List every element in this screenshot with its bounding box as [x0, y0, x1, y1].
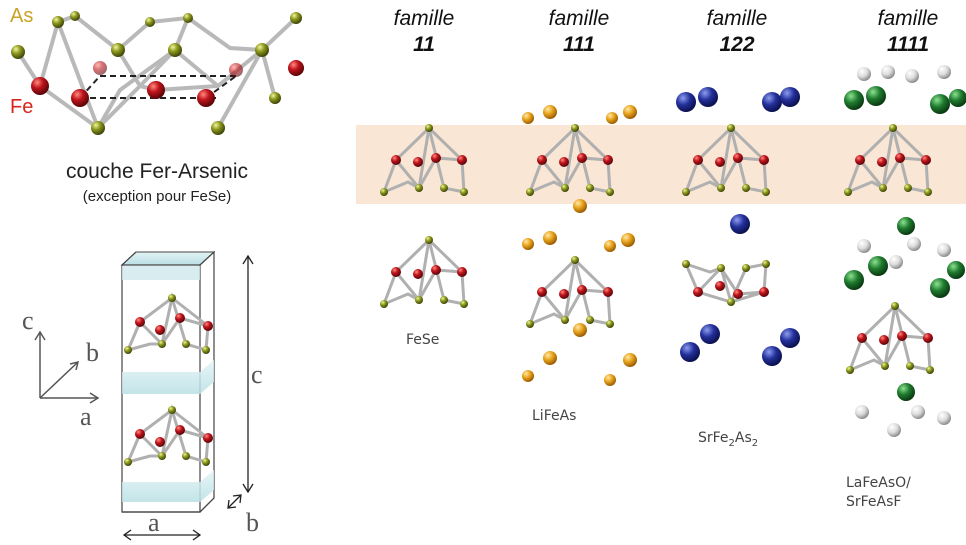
axis-c-label: c [22, 306, 34, 335]
o-atom [887, 423, 901, 437]
o-atom [911, 405, 925, 419]
family-header-111: famille 111 [519, 6, 639, 58]
o-atom [937, 65, 951, 79]
o-atom [857, 239, 871, 253]
li-atom [543, 231, 557, 245]
la-atom [930, 94, 950, 114]
li-atom [543, 105, 557, 119]
compound-label-lifeas: LiFeAs [532, 408, 577, 424]
feas-unit [682, 124, 770, 196]
o-atom [855, 405, 869, 419]
li-atom [522, 370, 534, 382]
cell-dim-c-label: c [251, 360, 263, 389]
li-atom [623, 105, 637, 119]
formula-subscript: 2 [728, 437, 735, 449]
li-atom [522, 112, 534, 124]
li-atom [573, 323, 587, 337]
li-atom [604, 374, 616, 386]
compound-label-lafeaso: LaFeAsO/ SrFeAsF [846, 474, 911, 512]
feas-layer-band [356, 125, 966, 204]
feas-unit [526, 256, 614, 328]
sr-atom [780, 328, 800, 348]
structure-srfe2as2 [676, 87, 800, 366]
formula-part: SrFe [698, 430, 729, 446]
compound-label-fese: FeSe [406, 332, 440, 348]
cell-dimension-arrows [122, 254, 254, 541]
sr-atom [698, 87, 718, 107]
sr-atom [780, 87, 800, 107]
family-header-1111: famille 1111 [848, 6, 966, 58]
structure-lifeas [522, 105, 637, 386]
li-atom [606, 112, 618, 124]
o-atom [857, 67, 871, 81]
family-header-11: famille 11 [364, 6, 484, 58]
unit-cell-layer-lower [124, 404, 213, 466]
compound-line: SrFeAsF [846, 494, 902, 510]
feas-layer-perspective [11, 11, 304, 135]
la-atom [947, 261, 965, 279]
sr-atom [762, 346, 782, 366]
arsenic-label: As [10, 5, 34, 27]
feas-unit [846, 302, 934, 374]
layer-note: (exception pour FeSe) [82, 188, 232, 205]
o-atom [937, 411, 951, 425]
feas-unit [380, 124, 468, 196]
cell-dim-a-label: a [148, 508, 160, 537]
feas-unit [844, 124, 932, 196]
o-atom [881, 65, 895, 79]
feas-unit-inverted [682, 260, 770, 307]
iron-label: Fe [10, 96, 34, 118]
formula-subscript: 2 [751, 437, 759, 449]
li-atom [573, 199, 587, 213]
sr-atom [700, 324, 720, 344]
layer-title: couche Fer-Arsenic [65, 160, 249, 183]
structure-lafeaso [844, 65, 966, 437]
o-atom [889, 255, 903, 269]
family-header-122: famille 122 [677, 6, 797, 58]
axis-a-label: a [80, 402, 92, 431]
la-atom [930, 278, 950, 298]
la-atom [844, 90, 864, 110]
family-word: famille [877, 7, 939, 30]
compound-label-srfe2as2: SrFe2As2 [698, 430, 758, 449]
li-atom [623, 353, 637, 367]
sr-atom [730, 214, 750, 234]
formula-part: As [734, 430, 752, 446]
li-atom [543, 351, 557, 365]
la-atom [897, 217, 915, 235]
la-atom [868, 256, 888, 276]
o-atom [907, 237, 921, 251]
compound-line: LaFeAsO/ [846, 475, 911, 491]
li-atom [604, 240, 616, 252]
family-word: famille [548, 7, 610, 30]
feas-unit [380, 236, 468, 308]
family-word: famille [706, 7, 768, 30]
o-atom [905, 69, 919, 83]
la-atom [866, 86, 886, 106]
feas-unit [526, 124, 614, 196]
o-atom [937, 243, 951, 257]
structure-fese [380, 124, 468, 308]
sr-atom [762, 92, 782, 112]
cell-dim-b-label: b [246, 508, 259, 537]
sr-atom [676, 92, 696, 112]
family-number: 122 [719, 33, 755, 56]
li-atom [522, 238, 534, 250]
la-atom [949, 89, 966, 107]
axis-b-label: b [86, 338, 99, 367]
la-atom [844, 270, 864, 290]
family-number: 11 [413, 33, 435, 56]
family-number: 1111 [886, 33, 930, 56]
axes-triad [34, 330, 100, 404]
li-atom [621, 233, 635, 247]
sr-atom [680, 342, 700, 362]
family-word: famille [393, 7, 455, 30]
unit-cell [120, 250, 216, 513]
family-number: 111 [563, 33, 595, 56]
la-atom [897, 383, 915, 401]
unit-cell-layer-upper [124, 292, 213, 354]
